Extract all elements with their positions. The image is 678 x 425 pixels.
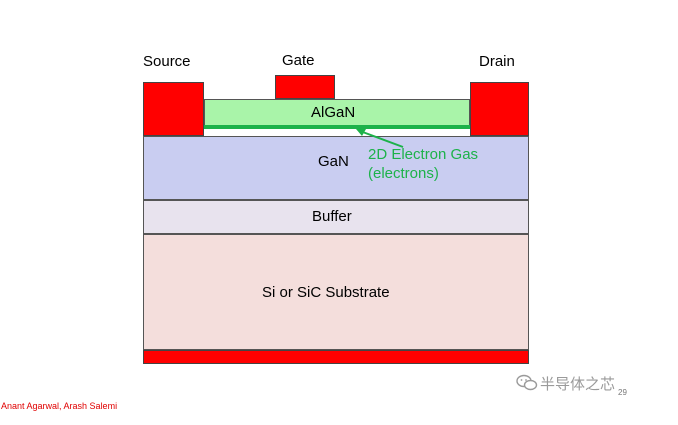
page-number: 29 (618, 388, 627, 397)
algan-layer (204, 99, 470, 128)
two-deg-sublabel: (electrons) (368, 165, 439, 182)
buffer-layer (143, 200, 529, 234)
gan-layer (143, 136, 529, 200)
author-credit: Anant Agarwal, Arash Salemi (1, 401, 118, 411)
algan-label: AlGaN (311, 104, 356, 121)
substrate-layer (143, 234, 529, 350)
two-deg-channel (204, 125, 470, 129)
buffer-label: Buffer (312, 208, 352, 225)
drain-label: Drain (479, 53, 515, 70)
source-contact (143, 82, 204, 136)
watermark-text: 半导体之芯 (540, 375, 616, 393)
source-label: Source (143, 53, 191, 70)
wechat-icon (516, 374, 538, 391)
two-deg-label: 2D Electron Gas (368, 146, 479, 163)
drain-contact (470, 82, 529, 136)
gate-contact (275, 75, 335, 99)
substrate-label: Si or SiC Substrate (262, 284, 390, 301)
gan-label: GaN (318, 153, 349, 170)
gate-label: Gate (282, 52, 315, 69)
bottom-contact (143, 350, 529, 364)
